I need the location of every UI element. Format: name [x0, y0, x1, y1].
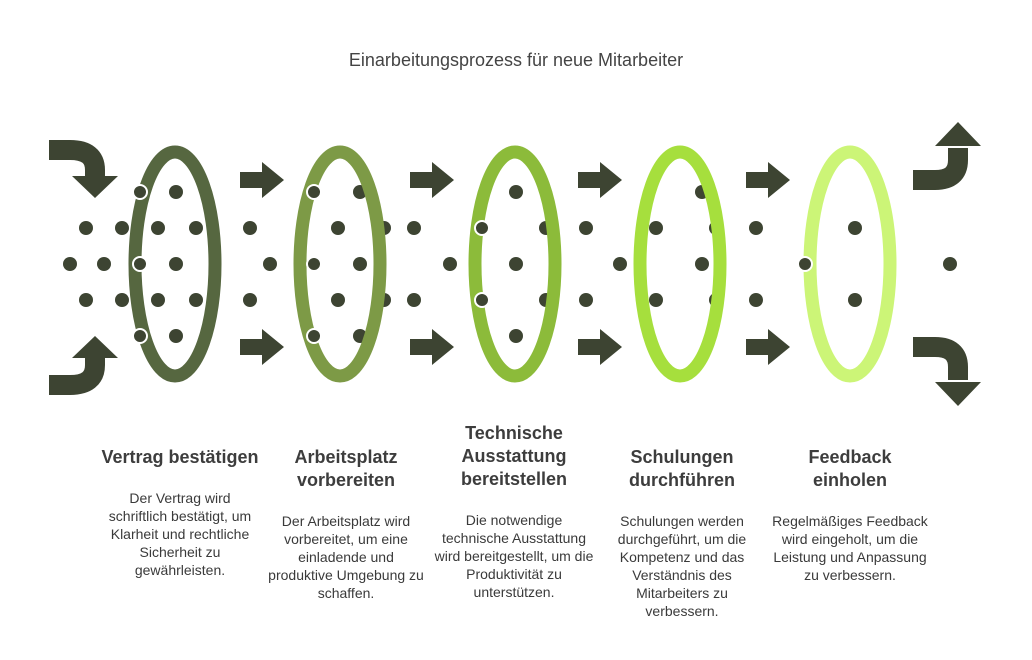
particle-dot: [474, 292, 490, 308]
flow-arrow-icon: [410, 162, 454, 198]
particle-dot: [169, 329, 183, 343]
particle-dot: [263, 257, 277, 271]
particle-dot: [749, 221, 763, 235]
step-1: Vertrag bestätigen Der Vertrag wird schr…: [100, 446, 260, 579]
step-description: Regelmäßiges Feedback wird eingeholt, um…: [772, 513, 928, 583]
particle-dot: [848, 293, 862, 307]
particle-dot: [613, 257, 627, 271]
particle-dot: [407, 293, 421, 307]
stage-ring: [293, 145, 387, 383]
particle-dot: [579, 293, 593, 307]
particle-dot: [189, 293, 203, 307]
flow-arrow-icon: [746, 162, 790, 198]
particle-dot: [306, 256, 322, 272]
particle-dot: [243, 293, 257, 307]
step-5: Feedback einholen Regelmäßiges Feedback …: [770, 446, 930, 584]
particle-dot: [151, 221, 165, 235]
step-title: Vertrag bestätigen: [101, 447, 259, 467]
particle-dot: [132, 256, 148, 272]
particle-dot: [169, 185, 183, 199]
process-diagram: [49, 122, 981, 406]
particle-dot: [79, 221, 93, 235]
entry-arrow-top-icon: [49, 140, 118, 198]
particle-dot: [169, 257, 183, 271]
step-2: Arbeitsplatz vorbereiten Der Arbeitsplat…: [266, 446, 426, 602]
particle-dot: [79, 293, 93, 307]
particle-dot: [306, 184, 322, 200]
diagram-title: Einarbeitungsprozess für neue Mitarbeite…: [348, 50, 684, 70]
exit-arrow-top-icon: [913, 122, 981, 190]
step-title: Schulungen durchführen: [629, 447, 735, 490]
particle-dot: [509, 257, 523, 271]
step-4: Schulungen durchführen Schulungen werden…: [602, 446, 762, 620]
particle-dot: [189, 221, 203, 235]
particle-dot: [132, 184, 148, 200]
particle-dot: [97, 257, 111, 271]
exit-arrow-bottom-icon: [913, 337, 981, 406]
step-title: Feedback einholen: [808, 447, 892, 490]
particle-dot: [243, 221, 257, 235]
particle-dot: [407, 221, 421, 235]
step-description: Der Vertrag wird schriftlich bestätigt, …: [108, 490, 252, 578]
step-title: Arbeitsplatz vorbereiten: [294, 447, 398, 490]
step-description: Der Arbeitsplatz wird vorbereitet, um ei…: [268, 513, 424, 601]
stage-ring: [633, 145, 727, 383]
particle-dot: [848, 221, 862, 235]
particle-dot: [306, 328, 322, 344]
entry-arrow-bottom-icon: [49, 336, 118, 395]
particle-dot: [509, 329, 523, 343]
step-description: Schulungen werden durchgeführt, um die K…: [617, 513, 747, 619]
particle-dot: [115, 293, 129, 307]
flow-arrow-icon: [240, 162, 284, 198]
step-3: Technische Ausstattung bereitstellen Die…: [434, 422, 594, 601]
flow-arrow-icon: [578, 329, 622, 365]
particle-dot: [509, 185, 523, 199]
particle-dot: [331, 293, 345, 307]
flow-arrow-icon: [578, 162, 622, 198]
particle-dot: [579, 221, 593, 235]
particle-dot: [353, 257, 367, 271]
step-title: Technische Ausstattung bereitstellen: [460, 423, 568, 489]
particle-dot: [649, 293, 663, 307]
particle-dot: [695, 257, 709, 271]
particle-dot: [132, 328, 148, 344]
particle-dot: [331, 221, 345, 235]
particle-dot: [943, 257, 957, 271]
particle-dot: [443, 257, 457, 271]
flow-arrow-icon: [410, 329, 454, 365]
particle-dot: [151, 293, 165, 307]
particle-dot: [749, 293, 763, 307]
step-description: Die notwendige technische Ausstattung wi…: [434, 512, 594, 600]
particle-dot: [797, 256, 813, 272]
particle-dot: [115, 221, 129, 235]
particle-dot: [63, 257, 77, 271]
stage-ring: [803, 145, 897, 383]
stage-ring: [468, 145, 562, 383]
flow-arrow-icon: [746, 329, 790, 365]
particle-dot: [474, 220, 490, 236]
particle-dot: [649, 221, 663, 235]
flow-arrow-icon: [240, 329, 284, 365]
